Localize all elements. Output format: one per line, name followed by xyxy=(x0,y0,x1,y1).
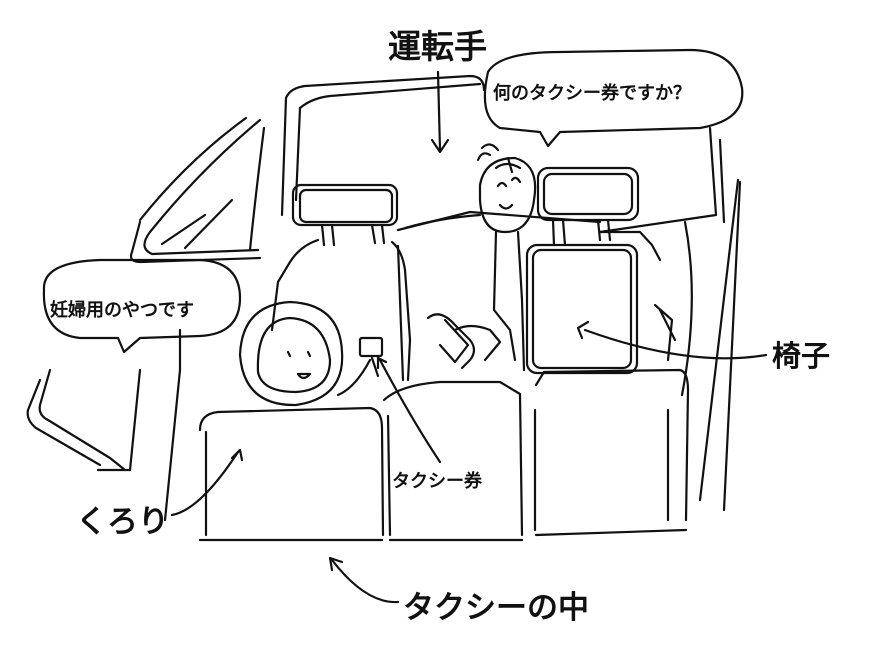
kurori-figure xyxy=(238,300,384,407)
arrow-ticket xyxy=(376,356,442,464)
speech-bubble-driver xyxy=(483,48,744,148)
speech-bubble-kurori xyxy=(42,258,242,354)
car-frame xyxy=(26,74,742,522)
rear-seat xyxy=(198,368,690,542)
driver-speech-text: 何のタクシー券ですか？ xyxy=(493,83,691,104)
kurori-speech-text: 妊婦用のやつです xyxy=(50,300,194,321)
taxi-inside-label: タクシーの中 xyxy=(403,590,589,626)
taxi-ticket-label: タクシー券 xyxy=(392,471,482,492)
arrow-driver xyxy=(430,70,450,154)
driver-label: 運転手 xyxy=(388,27,487,66)
driver-figure xyxy=(476,143,537,372)
front-seats xyxy=(270,166,677,382)
arrow-seat xyxy=(576,320,768,360)
arrow-kurori xyxy=(170,448,244,517)
kurori-label: くろり xyxy=(76,504,169,540)
arrow-taxi-inside xyxy=(328,556,400,604)
seat-label: 椅子 xyxy=(772,339,831,373)
ticket-object xyxy=(426,313,502,370)
